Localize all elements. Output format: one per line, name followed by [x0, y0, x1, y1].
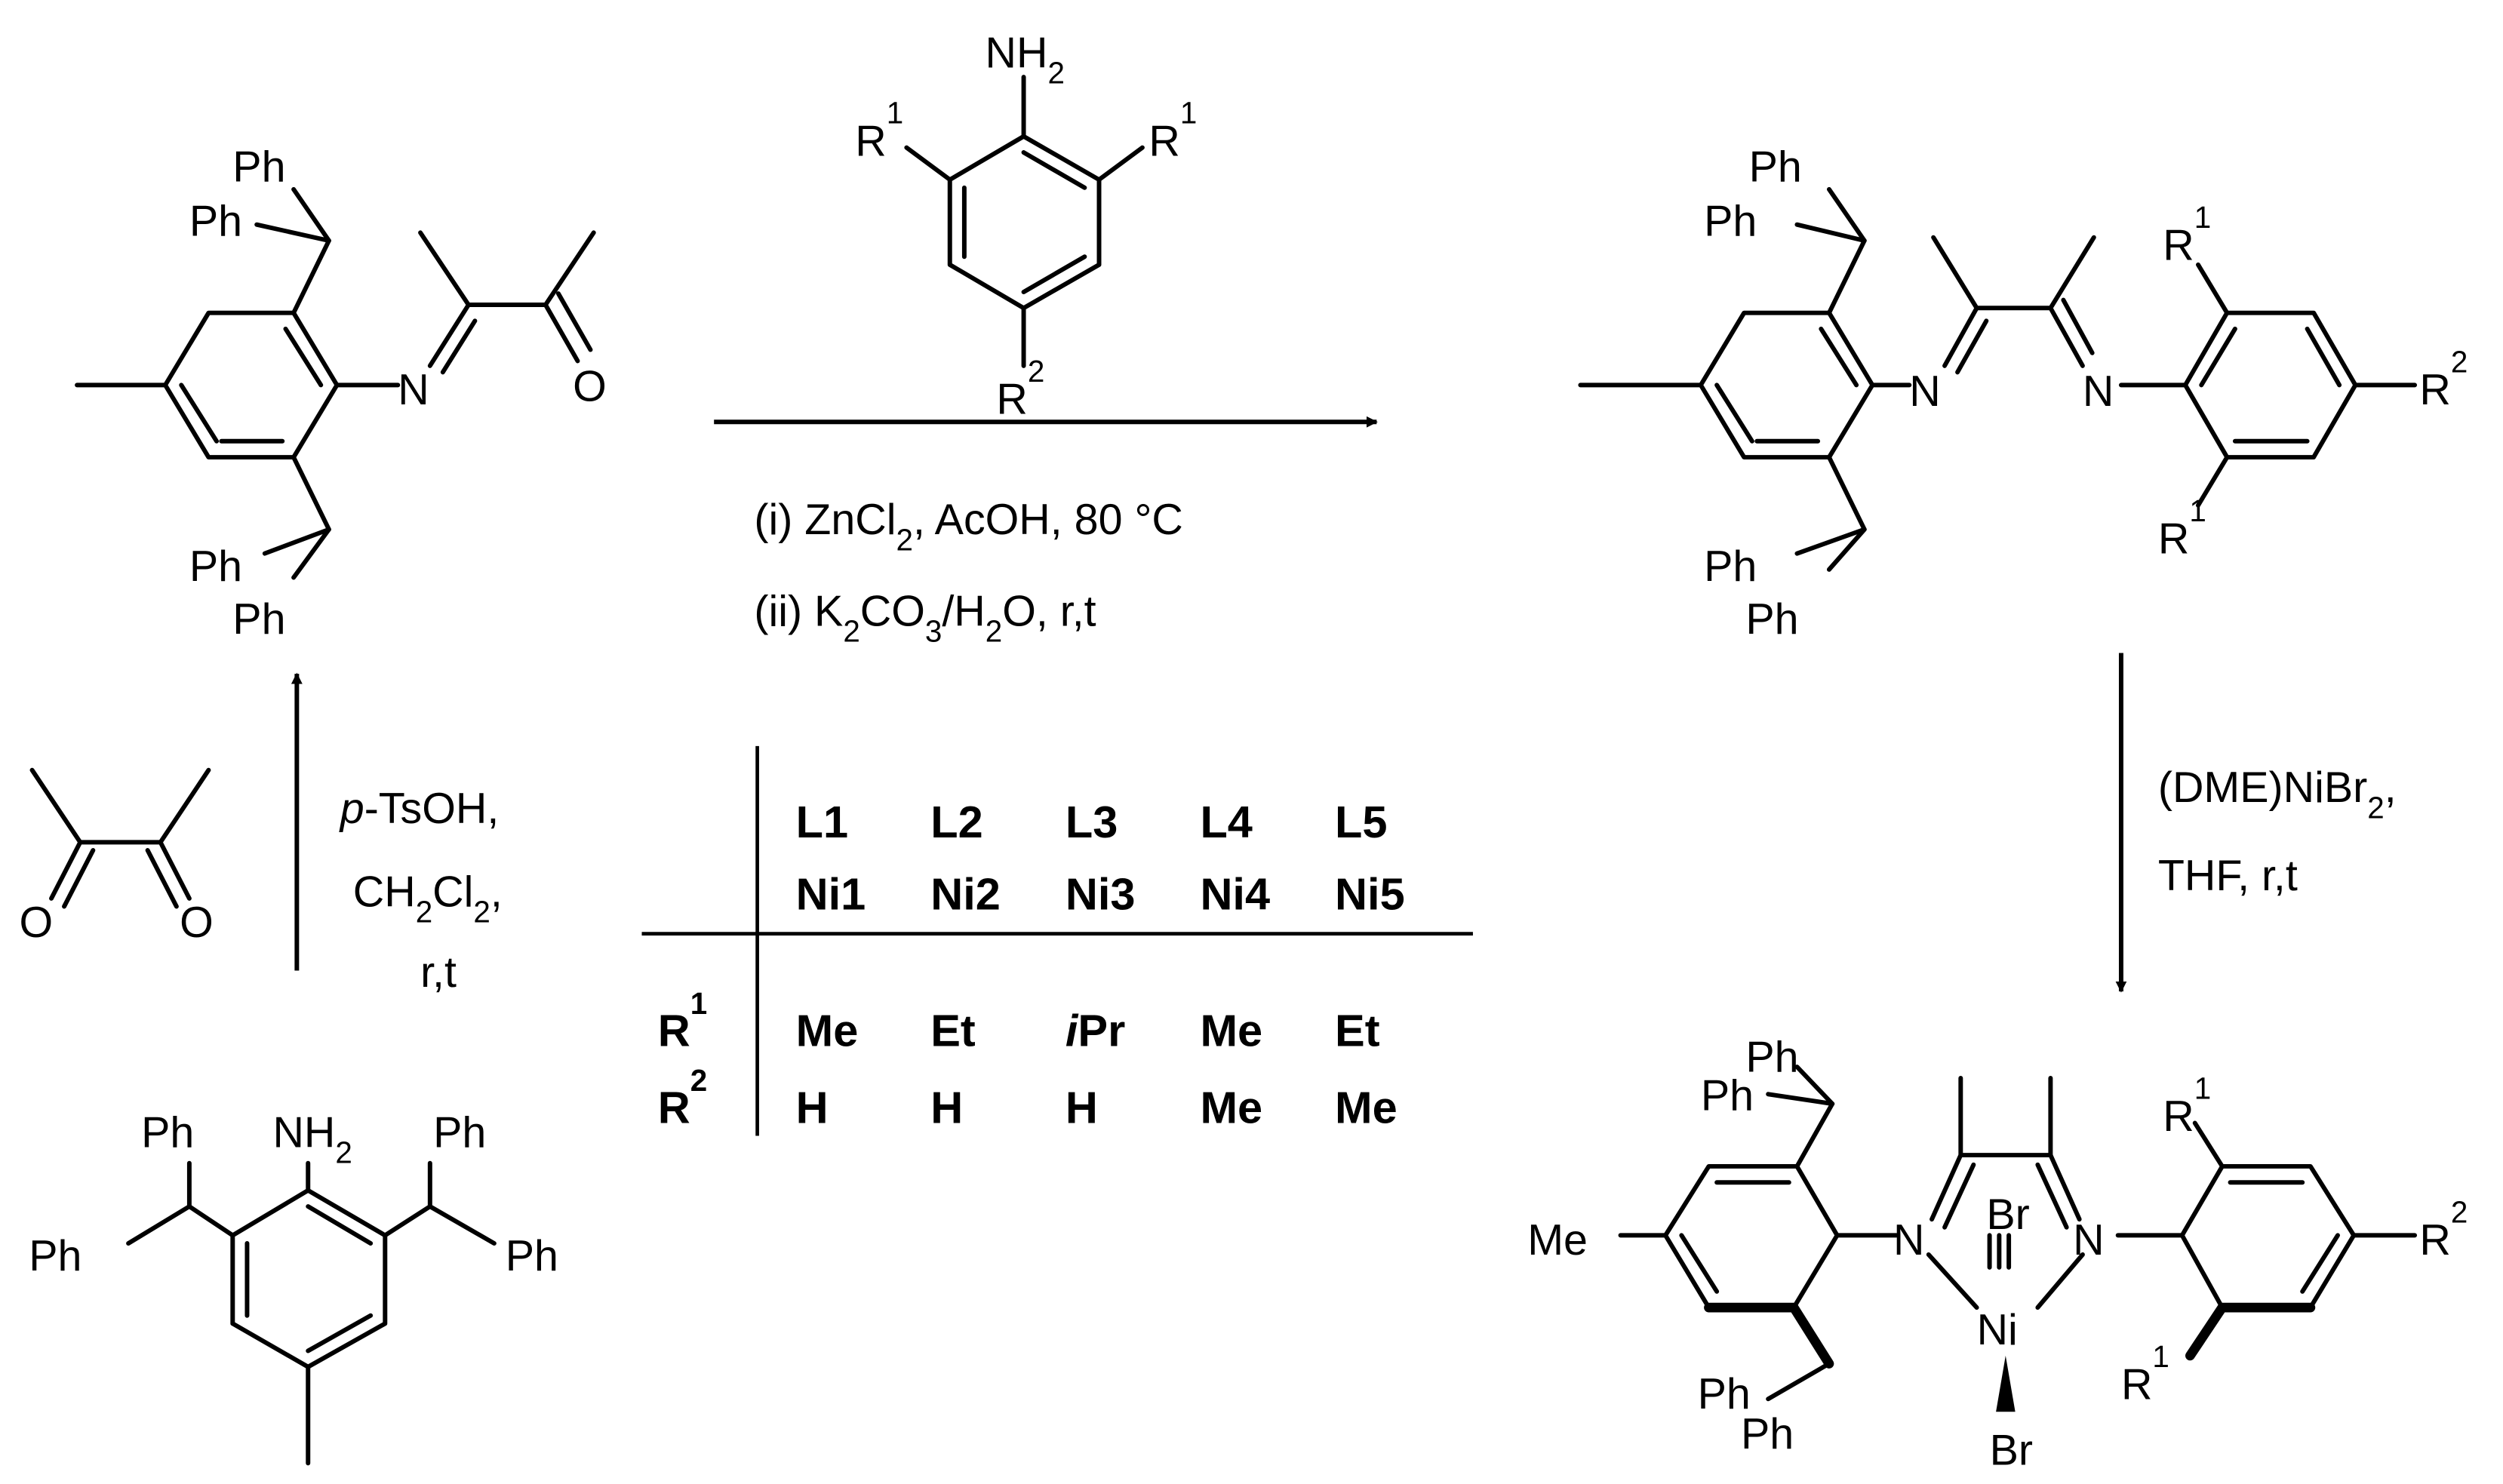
table-row-label-r1: R1 — [658, 986, 707, 1056]
bromine-label: Br — [1986, 1191, 2029, 1239]
condition-condensation-line3: r,t — [420, 948, 457, 997]
table-cell: Me — [1335, 1083, 1398, 1133]
phenyl-label: Ph — [1698, 1370, 1751, 1418]
table-complex-label: Ni4 — [1200, 869, 1270, 920]
condition-condensation-line1: p-TsOH, — [339, 785, 500, 833]
table-cell: Me — [796, 1005, 859, 1055]
phenyl-label: Ph — [506, 1232, 558, 1280]
phenyl-label: Ph — [433, 1108, 486, 1157]
table-row-label-r2: R2 — [658, 1063, 707, 1133]
phenyl-label: Ph — [1704, 198, 1757, 246]
table-ligand-label: L4 — [1200, 797, 1252, 847]
phenyl-label: Ph — [189, 542, 242, 591]
table-ligand-label: L2 — [930, 797, 982, 847]
phenyl-label: Ph — [1741, 1410, 1794, 1458]
nickel-label: Ni — [1977, 1306, 2018, 1354]
r1-label: R1 — [855, 96, 903, 166]
amine-label: NH2 — [986, 29, 1065, 90]
phenyl-label: Ph — [1749, 143, 1802, 191]
table-ligand-label: L1 — [796, 797, 848, 847]
oxygen-label: O — [20, 899, 54, 947]
r2-label: R2 — [996, 354, 1044, 424]
condition-step1-line1: (i) ZnCl2, AcOH, 80 °C — [754, 496, 1183, 557]
bromine-label: Br — [1990, 1426, 2033, 1474]
r1-label: R1 — [2163, 1071, 2211, 1141]
phenyl-label: Ph — [1745, 1033, 1798, 1081]
r1-label: R1 — [1148, 96, 1197, 166]
table-cell: Me — [1200, 1005, 1262, 1055]
structure-diimine-ligand: Ph Ph Ph Ph N N R1 R1 R2 — [1578, 143, 2468, 644]
phenyl-label: Ph — [189, 198, 242, 246]
amine-label: NH2 — [272, 1108, 352, 1169]
phenyl-label: Ph — [1745, 595, 1798, 644]
condition-condensation-line2: CH2Cl2, — [353, 868, 503, 929]
table-complex-label: Ni5 — [1335, 869, 1405, 920]
phenyl-label: Ph — [232, 143, 285, 191]
table-row-r1: Me Et iPr Me Et — [796, 1005, 1380, 1055]
table-cell: iPr — [1065, 1005, 1125, 1055]
table-header-ligands: L1 L2 L3 L4 L5 — [796, 797, 1388, 847]
nitrogen-label: N — [398, 366, 429, 414]
table-header-complexes: Ni1 Ni2 Ni3 Ni4 Ni5 — [796, 869, 1405, 920]
table-ligand-label: L5 — [1335, 797, 1387, 847]
table-complex-label: Ni3 — [1065, 869, 1136, 920]
table-cell: Et — [930, 1005, 976, 1055]
r1-label: R1 — [2158, 493, 2206, 564]
phenyl-label: Ph — [29, 1232, 81, 1280]
structure-butanedione: O O — [20, 767, 214, 947]
condition-step2-line2: THF, r,t — [2158, 852, 2298, 900]
condition-step1-line2: (ii) K2CO3/H2O, r,t — [754, 587, 1096, 648]
phenyl-label: Ph — [1701, 1072, 1754, 1120]
r1-label: R1 — [2163, 200, 2211, 270]
structure-nickel-complex: Ph Ph Me Ph Ph N N Br Ni Br R1 R1 R2 — [1527, 1033, 2468, 1474]
nitrogen-label: N — [1909, 367, 1940, 416]
table-cell: H — [930, 1083, 963, 1133]
table-cell: Et — [1335, 1005, 1380, 1055]
table-cell: H — [1065, 1083, 1098, 1133]
r2-label: R2 — [2419, 1194, 2468, 1264]
oxygen-label: O — [180, 899, 214, 947]
table-cell: Me — [1200, 1083, 1262, 1133]
substituent-table: L1 L2 L3 L4 L5 Ni1 Ni2 Ni3 Ni4 Ni5 R1 R2… — [641, 745, 1473, 1136]
phenyl-label: Ph — [232, 595, 285, 644]
aryl-ring — [163, 310, 340, 460]
table-cell: H — [796, 1083, 829, 1133]
structure-starting-aniline: Ph Ph NH2 Ph Ph — [29, 1108, 558, 1466]
oxygen-label: O — [573, 363, 607, 411]
table-complex-label: Ni1 — [796, 869, 866, 920]
table-complex-label: Ni2 — [930, 869, 1001, 920]
structure-substituted-aniline: NH2 R1 R1 R2 — [855, 29, 1197, 423]
phenyl-label: Ph — [1704, 542, 1757, 591]
table-ligand-label: L3 — [1065, 797, 1118, 847]
methyl-label: Me — [1527, 1216, 1588, 1264]
nitrogen-label: N — [2083, 367, 2114, 416]
condition-step2-line1: (DME)NiBr2, — [2158, 764, 2397, 825]
structure-monoimine-intermediate: Ph Ph Ph Ph N O — [75, 143, 607, 644]
phenyl-label: Ph — [141, 1108, 194, 1157]
nitrogen-label: N — [1893, 1216, 1924, 1264]
table-row-r2: H H H Me Me — [796, 1083, 1398, 1133]
r1-label: R1 — [2121, 1339, 2169, 1409]
r2-label: R2 — [2419, 344, 2468, 414]
nitrogen-label: N — [2073, 1216, 2104, 1264]
